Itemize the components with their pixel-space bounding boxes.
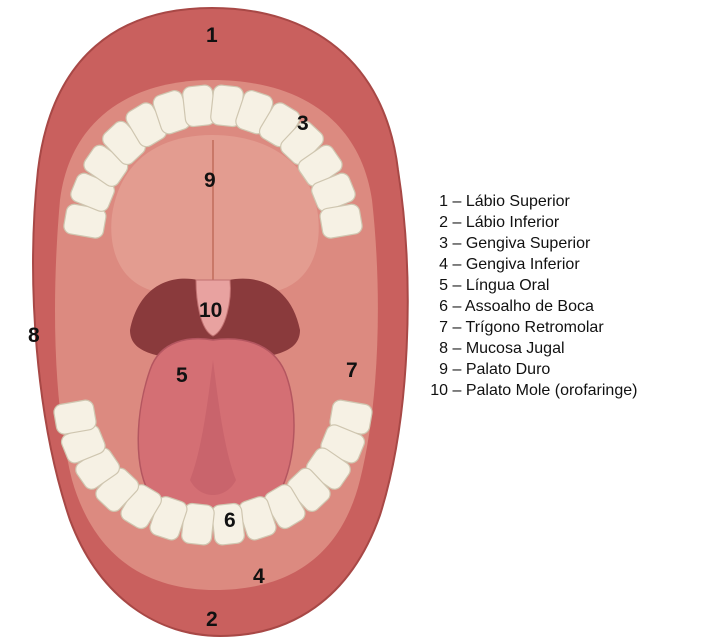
legend-item: 3 – Gengiva Superior: [425, 233, 637, 254]
legend-item-label: Palato Mole (orofaringe): [466, 382, 638, 399]
marker-6: 6: [224, 510, 236, 531]
tooth: [319, 203, 364, 239]
legend-item-number: 3: [425, 233, 448, 254]
legend-separator: –: [452, 340, 461, 357]
legend-item: 5 – Língua Oral: [425, 275, 637, 296]
marker-7: 7: [346, 360, 358, 381]
legend-item: 9 – Palato Duro: [425, 359, 637, 380]
marker-4: 4: [253, 566, 265, 587]
legend-separator: –: [452, 277, 461, 294]
legend-item-number: 9: [425, 359, 448, 380]
legend-separator: –: [452, 298, 461, 315]
legend-list: 1 – Lábio Superior 2 – Lábio Inferior 3 …: [425, 191, 637, 401]
legend-item: 6 – Assoalho de Boca: [425, 296, 637, 317]
legend-item-label: Trígono Retromolar: [466, 319, 604, 336]
legend-separator: –: [452, 214, 461, 231]
legend-item-label: Mucosa Jugal: [466, 340, 565, 357]
legend-item-label: Lábio Inferior: [466, 214, 559, 231]
legend-item-label: Palato Duro: [466, 361, 551, 378]
legend-item: 1 – Lábio Superior: [425, 191, 637, 212]
marker-9: 9: [204, 170, 216, 191]
legend-item-number: 7: [425, 317, 448, 338]
legend-item-label: Gengiva Superior: [466, 235, 591, 252]
legend-item-label: Lábio Superior: [466, 193, 570, 210]
marker-2: 2: [206, 609, 218, 630]
legend-separator: –: [452, 193, 461, 210]
legend-item-number: 2: [425, 212, 448, 233]
legend-item: 10 – Palato Mole (orofaringe): [425, 380, 637, 401]
legend-separator: –: [452, 235, 461, 252]
legend-separator: –: [452, 256, 461, 273]
legend-item-number: 5: [425, 275, 448, 296]
legend-separator: –: [452, 319, 461, 336]
tooth: [182, 84, 216, 127]
legend-item: 4 – Gengiva Inferior: [425, 254, 637, 275]
legend-item: 7 – Trígono Retromolar: [425, 317, 637, 338]
marker-3: 3: [297, 113, 309, 134]
marker-10: 10: [199, 300, 222, 321]
legend-item-label: Gengiva Inferior: [466, 256, 580, 273]
legend-item-number: 6: [425, 296, 448, 317]
marker-1: 1: [206, 25, 218, 46]
legend-item-number: 8: [425, 338, 448, 359]
legend-item-number: 10: [425, 380, 448, 401]
legend-item-label: Assoalho de Boca: [465, 298, 594, 315]
marker-8: 8: [28, 325, 40, 346]
marker-5: 5: [176, 365, 188, 386]
legend-separator: –: [452, 382, 461, 399]
legend-item: 8 – Mucosa Jugal: [425, 338, 637, 359]
legend-item-number: 1: [425, 191, 448, 212]
legend-item-number: 4: [425, 254, 448, 275]
legend-item: 2 – Lábio Inferior: [425, 212, 637, 233]
legend-separator: –: [452, 361, 461, 378]
tooth: [53, 399, 98, 435]
legend-item-label: Língua Oral: [466, 277, 550, 294]
